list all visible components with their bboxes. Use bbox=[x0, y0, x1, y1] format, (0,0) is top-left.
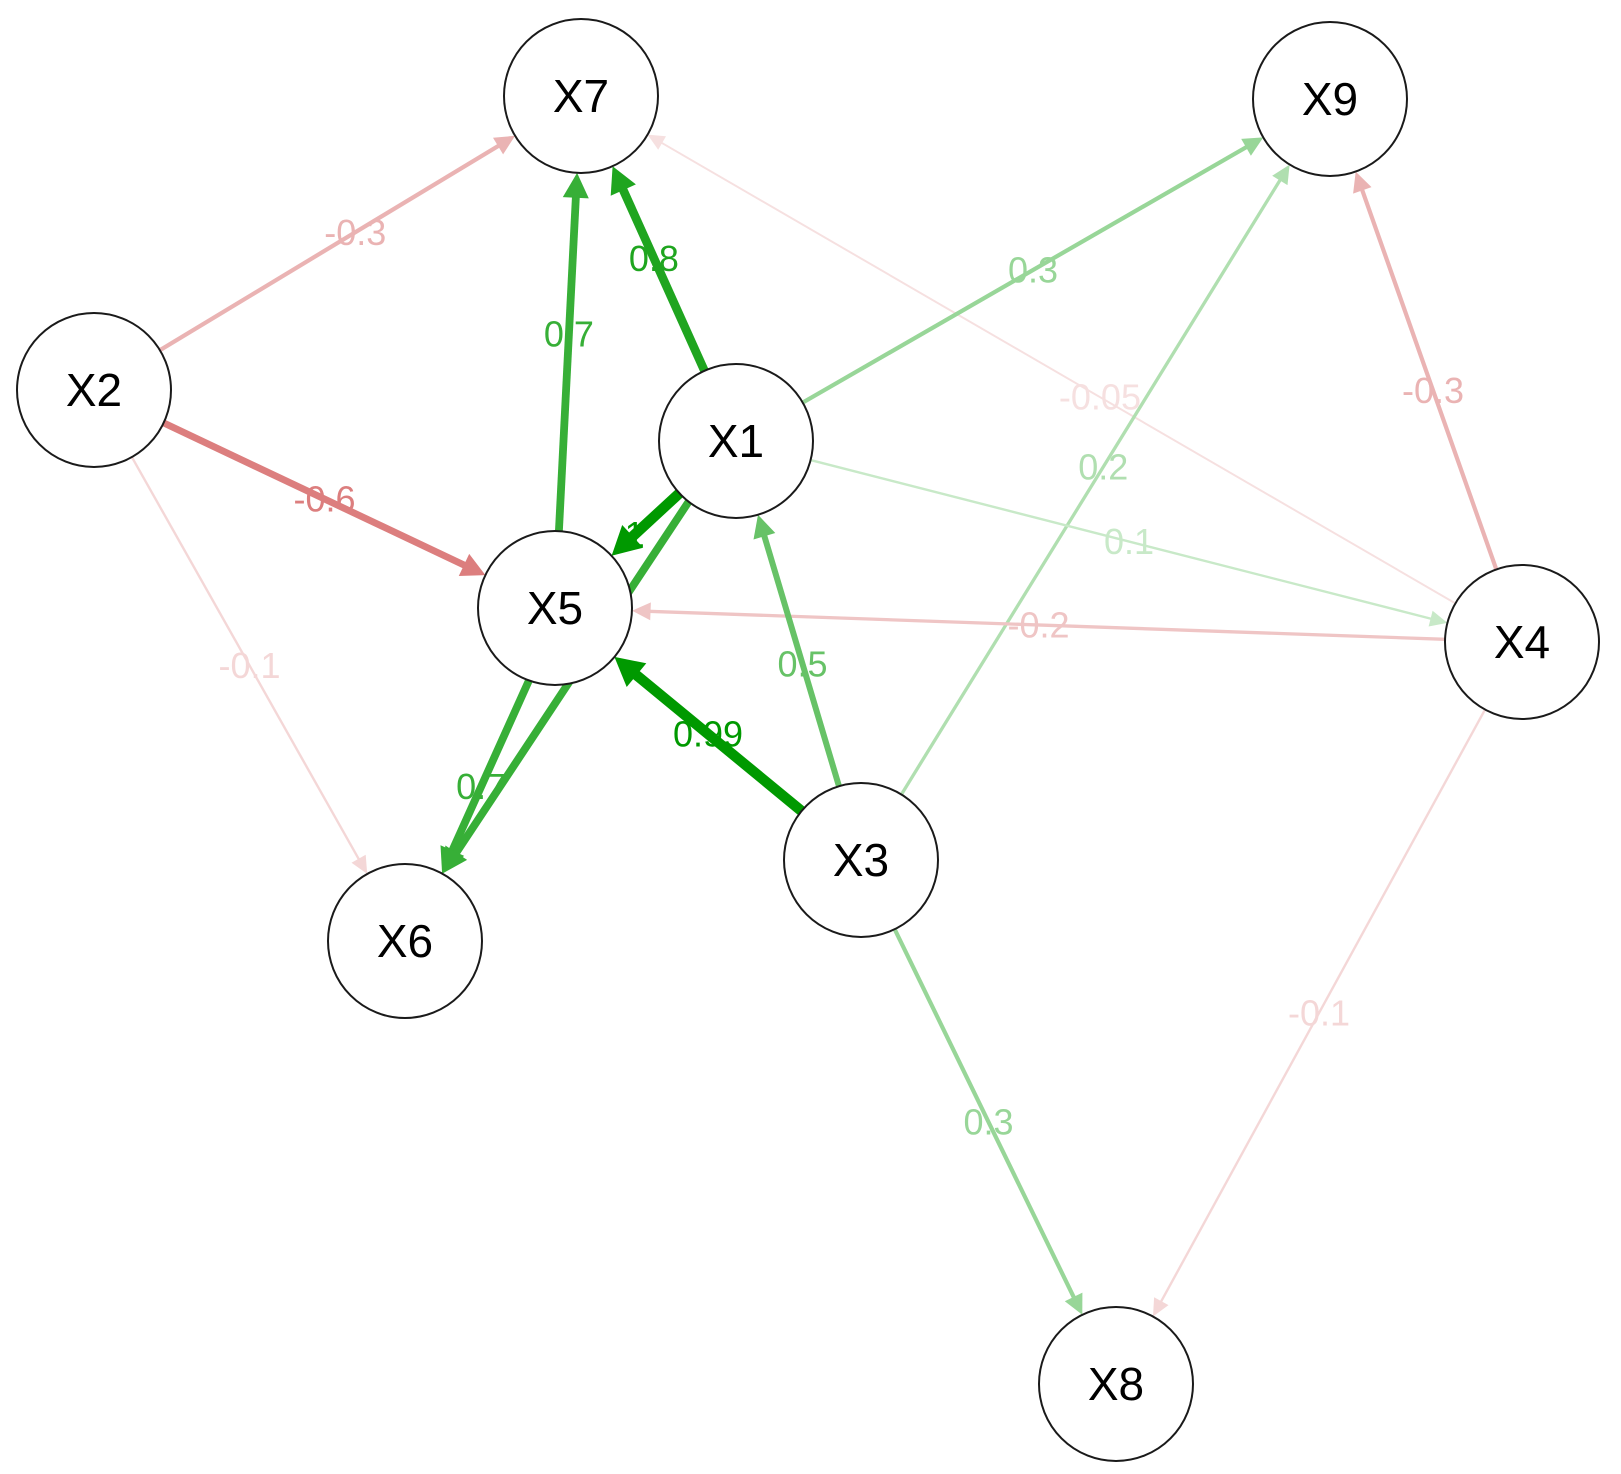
edge-label-X2-X7: -0.3 bbox=[324, 212, 386, 253]
edge-label-X1-X4: 0.1 bbox=[1104, 521, 1154, 562]
node-label: X1 bbox=[708, 415, 764, 467]
node-x3: X3 bbox=[783, 782, 939, 938]
edge-label-X3-X9: 0.2 bbox=[1078, 446, 1128, 487]
edge-label-X3-X8: 0.3 bbox=[963, 1102, 1013, 1143]
node-label: X7 bbox=[553, 70, 609, 122]
edge-X5-X6 bbox=[447, 679, 533, 854]
node-circle bbox=[1038, 1306, 1194, 1462]
edges-layer bbox=[130, 134, 1499, 1317]
edge-label-X4-X8: -0.1 bbox=[1288, 993, 1350, 1034]
edge-label-X1-X7: 0.8 bbox=[629, 238, 679, 279]
node-x7: X7 bbox=[503, 18, 659, 174]
edge-label-X2-X6: -0.1 bbox=[218, 645, 280, 686]
arrowhead-X1-X6 bbox=[442, 845, 468, 874]
arrowhead-X4-X7 bbox=[647, 134, 666, 150]
node-x6: X6 bbox=[327, 863, 483, 1019]
edge-X1-X7 bbox=[618, 186, 709, 373]
edge-X4-X8 bbox=[1159, 708, 1487, 1304]
node-label: X6 bbox=[377, 915, 433, 967]
edge-X3-X9 bbox=[899, 177, 1283, 796]
node-x8: X8 bbox=[1038, 1306, 1194, 1462]
node-x1: X1 bbox=[658, 363, 814, 519]
edge-X1-X9 bbox=[801, 144, 1249, 405]
arrowhead-X2-X7 bbox=[493, 135, 516, 155]
node-circle bbox=[503, 18, 659, 174]
node-circle bbox=[327, 863, 483, 1019]
edge-label-X1-X9: 0.3 bbox=[1008, 250, 1058, 291]
edge-labels-layer: 0.8 0.7 -0.3 -0.05 0.3 0.2 -0.3 0.1 -0.2 -0.6 1 0.9… bbox=[218, 212, 1464, 1143]
node-label: X8 bbox=[1088, 1358, 1144, 1410]
edge-X4-X9 bbox=[1359, 187, 1499, 571]
arrowhead-X2-X6 bbox=[351, 854, 368, 874]
arrowhead-X1-X4 bbox=[1428, 610, 1448, 627]
edge-X5-X7 bbox=[555, 195, 580, 532]
edge-X1-X5 bbox=[627, 489, 683, 542]
edge-label-X3-X1: 0.5 bbox=[778, 644, 828, 685]
arrowhead-X3-X5 bbox=[614, 656, 647, 687]
node-circle bbox=[658, 363, 814, 519]
edge-X3-X5 bbox=[631, 669, 805, 816]
node-x4: X4 bbox=[1444, 564, 1600, 720]
edge-X3-X1 bbox=[760, 533, 842, 788]
edge-label-X1-X5: 1 bbox=[625, 514, 645, 555]
node-x9: X9 bbox=[1252, 21, 1408, 177]
node-circle bbox=[16, 312, 172, 468]
edge-label-X5-X6: 0.7 bbox=[456, 766, 506, 807]
arrowhead-X1-X7 bbox=[610, 166, 636, 196]
node-label: X3 bbox=[833, 834, 889, 886]
arrowhead-X5-X7 bbox=[562, 172, 589, 199]
arrowhead-X1-X9 bbox=[1241, 137, 1264, 156]
node-label: X5 bbox=[527, 582, 583, 634]
edge-label-X4-X9: -0.3 bbox=[1402, 370, 1464, 411]
edge-label-X3-X5: 0.99 bbox=[673, 714, 743, 755]
edge-X2-X5 bbox=[162, 419, 468, 569]
edge-X3-X8 bbox=[892, 928, 1077, 1300]
node-circle bbox=[477, 530, 633, 686]
node-circle bbox=[1252, 21, 1408, 177]
node-label: X2 bbox=[66, 364, 122, 416]
edge-X4-X7 bbox=[659, 141, 1456, 605]
node-label: X4 bbox=[1494, 616, 1550, 668]
arrowhead-X1-X5 bbox=[611, 525, 644, 556]
node-label: X9 bbox=[1302, 73, 1358, 125]
arrowhead-X2-X5 bbox=[458, 553, 486, 576]
edge-X4-X5 bbox=[648, 609, 1446, 641]
node-x2: X2 bbox=[16, 312, 172, 468]
edge-label-X2-X5: -0.6 bbox=[293, 479, 355, 520]
edge-label-X4-X5: -0.2 bbox=[1007, 605, 1069, 646]
node-x5: X5 bbox=[477, 530, 633, 686]
arrowhead-X4-X8 bbox=[1153, 1297, 1169, 1317]
arrowhead-X3-X1 bbox=[753, 514, 776, 540]
edge-label-X4-X7: -0.05 bbox=[1059, 377, 1141, 418]
edge-label-X5-X7: 0.7 bbox=[544, 314, 594, 355]
edge-X1-X4 bbox=[810, 458, 1433, 621]
node-circle bbox=[783, 782, 939, 938]
edge-X2-X7 bbox=[158, 143, 501, 353]
edge-X2-X6 bbox=[130, 456, 361, 862]
arrowhead-X3-X8 bbox=[1064, 1292, 1083, 1315]
arrowhead-X4-X9 bbox=[1353, 171, 1372, 194]
arrowhead-X4-X5 bbox=[632, 602, 651, 621]
arrowhead-X3-X9 bbox=[1272, 164, 1290, 186]
node-circle bbox=[1444, 564, 1600, 720]
